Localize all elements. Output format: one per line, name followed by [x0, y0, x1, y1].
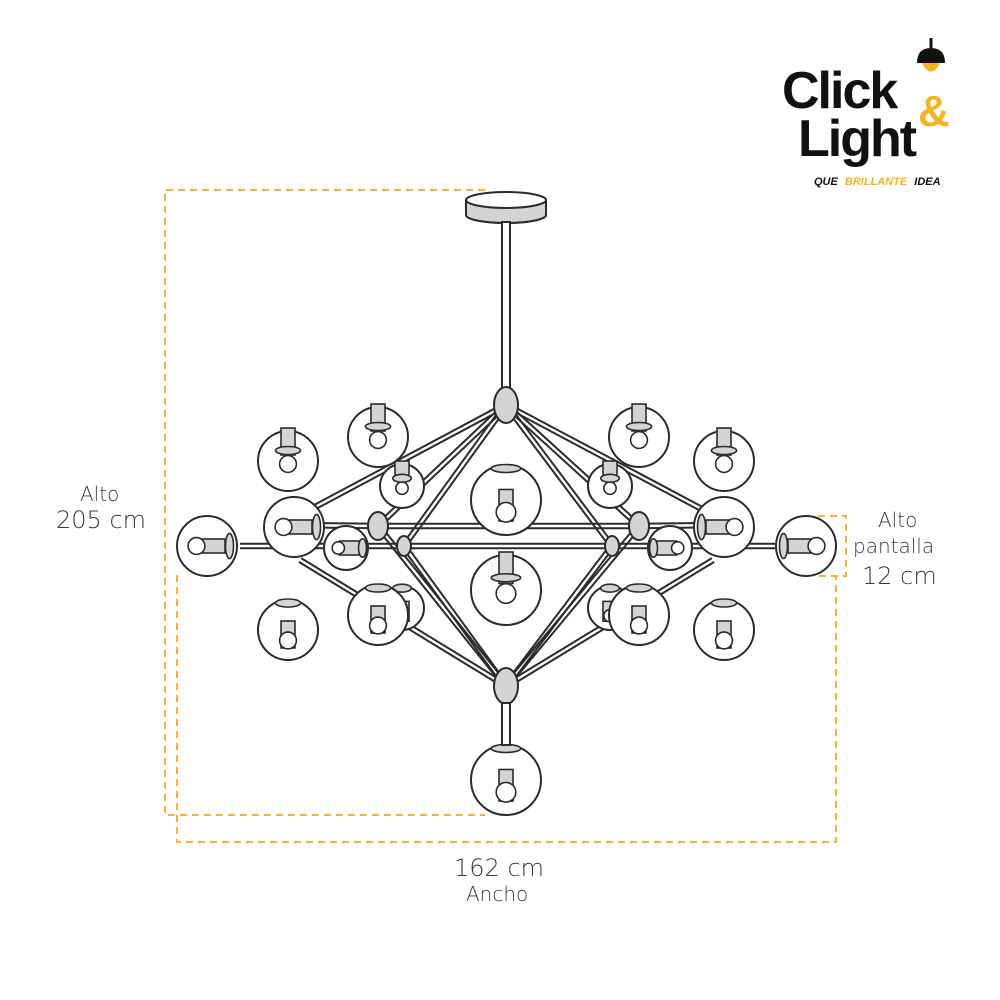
joint	[396, 535, 412, 557]
logo-graphic: Click Light & QUE BRILLANTE IDEA	[782, 38, 950, 188]
socket-cup	[311, 513, 322, 541]
shade-height-dimension-line	[818, 515, 847, 577]
socket-cup	[599, 583, 621, 594]
arm	[298, 402, 506, 514]
bulb	[368, 616, 388, 635]
logo-tagline: QUE BRILLANTE IDEA	[814, 176, 941, 188]
bulb	[629, 430, 649, 450]
tagline-pre: QUE	[814, 176, 839, 188]
socket-cup	[224, 532, 235, 560]
socket-cup	[274, 445, 302, 456]
suspension-rod	[501, 221, 511, 395]
arm	[503, 544, 612, 686]
logo-word-click: Click	[782, 62, 898, 120]
bulb	[603, 481, 617, 496]
socket-cup	[364, 583, 392, 593]
width-label: Ancho	[466, 882, 529, 906]
bulb	[629, 616, 649, 635]
logo-word-light: Light	[798, 110, 917, 168]
arm	[375, 526, 506, 688]
ceiling-canopy-top	[465, 191, 547, 209]
chandelier-illustration	[176, 191, 837, 816]
bulb	[395, 481, 409, 496]
socket-cup	[625, 583, 653, 593]
socket-cup	[710, 598, 738, 608]
bulb	[714, 454, 734, 474]
shade-height-label-line2: pantalla	[853, 534, 935, 558]
height-label: Alto	[80, 482, 120, 506]
joint	[367, 511, 389, 541]
bulb	[278, 631, 298, 650]
socket-cup	[274, 598, 302, 608]
shade-height-label-line1: Alto	[878, 508, 918, 532]
arm	[506, 403, 615, 546]
bulb	[714, 631, 734, 650]
logo-ampersand: &	[918, 87, 950, 136]
hub	[493, 386, 519, 424]
socket-cup	[625, 421, 653, 432]
bulb	[331, 541, 346, 555]
tagline-highlight: BRILLANTE	[845, 176, 908, 188]
arm	[506, 402, 715, 514]
tagline-post: IDEA	[914, 176, 940, 188]
bulb	[274, 517, 293, 537]
lower-rod	[501, 702, 511, 746]
width-dimension-line	[176, 575, 837, 843]
socket-cup	[599, 473, 621, 484]
socket-cup	[710, 445, 738, 456]
socket-cup	[490, 572, 522, 583]
arm	[506, 546, 615, 688]
bulb	[278, 454, 298, 474]
hub	[493, 667, 519, 705]
bulb	[807, 536, 826, 556]
joint	[628, 511, 650, 541]
arm	[506, 526, 642, 689]
socket-cup	[357, 537, 368, 559]
shade-height-value: 12 cm	[862, 562, 937, 590]
socket-cup	[490, 463, 522, 474]
bulb	[725, 517, 744, 537]
height-value: 205 cm	[56, 506, 147, 534]
brand-logo: Click Light & QUE BRILLANTE IDEA	[778, 38, 968, 198]
bulb	[368, 430, 388, 450]
arm	[401, 403, 506, 546]
bulb	[670, 541, 685, 555]
joint	[604, 535, 620, 557]
svg-text:QUE BRILLANTE: QUE BRILLANTE IDEA	[814, 176, 941, 188]
bulb	[495, 582, 517, 605]
bulb	[495, 781, 517, 803]
socket-cup	[696, 513, 707, 541]
dimension-lines	[164, 189, 847, 843]
arm	[404, 544, 509, 686]
width-value: 162 cm	[454, 854, 545, 882]
bulb	[495, 501, 517, 523]
pendant-lamp-icon	[917, 38, 945, 72]
socket-cup	[648, 537, 659, 559]
socket-cup	[391, 473, 413, 484]
bulb	[187, 536, 206, 556]
socket-cup	[364, 421, 392, 432]
height-dimension-line	[164, 189, 485, 816]
arm	[401, 546, 506, 688]
socket-cup	[778, 532, 789, 560]
